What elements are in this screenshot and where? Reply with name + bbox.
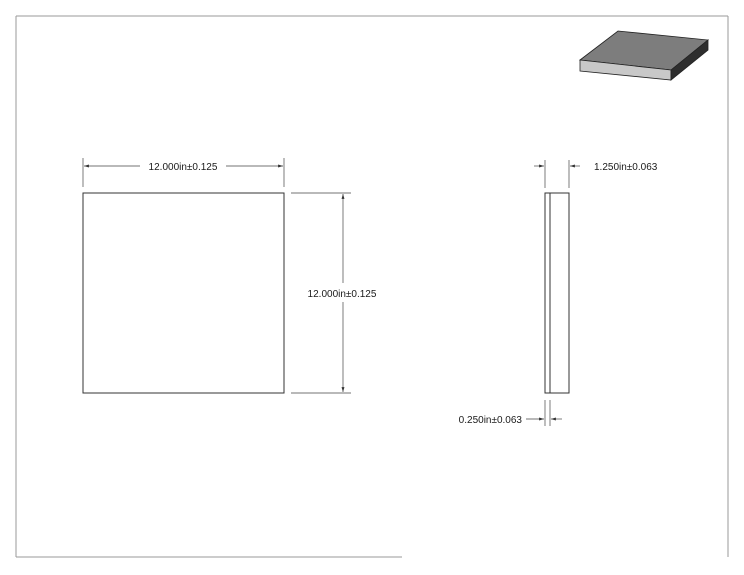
side-thickness-label: 0.250in±0.063 bbox=[459, 415, 523, 426]
iso-side-face bbox=[670, 39, 709, 81]
front-view-outline bbox=[82, 192, 285, 394]
side-view-outline bbox=[544, 192, 570, 394]
side-depth-dimension: 1.250in±0.063 bbox=[534, 160, 658, 188]
sheet-border bbox=[15, 15, 729, 558]
side-view: 1.250in±0.063 0.250in±0.063 bbox=[459, 160, 658, 426]
front-view: 12.000in±0.125 12.000in±0.125 bbox=[82, 158, 377, 394]
front-width-label: 12.000in±0.125 bbox=[149, 162, 218, 173]
side-thickness-dimension: 0.250in±0.063 bbox=[459, 400, 562, 426]
side-depth-label: 1.250in±0.063 bbox=[594, 162, 658, 173]
front-height-dimension: 12.000in±0.125 bbox=[291, 192, 377, 394]
front-height-label: 12.000in±0.125 bbox=[308, 289, 377, 300]
front-width-dimension: 12.000in±0.125 bbox=[82, 158, 285, 187]
isometric-view bbox=[578, 30, 710, 81]
